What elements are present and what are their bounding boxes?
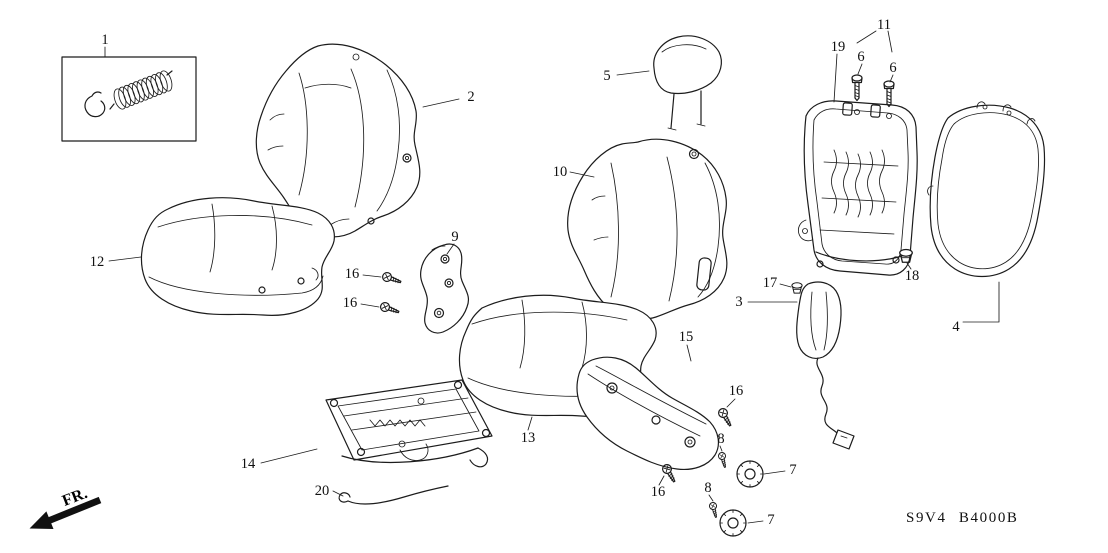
part-19-seat-back-frame-drawing [797, 100, 918, 276]
callout-10: 10 [552, 163, 568, 180]
leader-lines [108, 30, 1000, 524]
callout-6: 6 [889, 59, 897, 76]
callout-7: 7 [767, 511, 775, 528]
diagram-code: S9V4 B4000B [906, 510, 1019, 526]
part-3-lumbar-support-drawing [796, 281, 855, 450]
part-8-screw [708, 501, 720, 519]
callout-16: 16 [344, 265, 360, 282]
callout-17: 17 [762, 274, 778, 291]
callout-3: 3 [735, 293, 743, 310]
callout-16: 16 [342, 294, 358, 311]
callout-7: 7 [789, 461, 797, 478]
part-15-side-cover-drawing [576, 356, 720, 471]
part-2-seat-back-pad-drawing [255, 43, 421, 238]
fr-arrow [29, 496, 102, 530]
part-16-screw [716, 406, 735, 429]
part-16-screw [380, 270, 403, 287]
callout-1: 1 [101, 31, 109, 48]
part-6-bolt [883, 80, 895, 108]
part-14-rail-frame-drawing [325, 379, 493, 468]
part-20-wire-drawing [338, 485, 449, 505]
callout-4: 4 [952, 318, 960, 335]
part-16-screw [378, 300, 401, 317]
callout-8: 8 [704, 479, 712, 496]
part-10-seat-back-pad-drawing [567, 138, 728, 320]
callout-16: 16 [728, 382, 744, 399]
part-18-grommet [899, 248, 913, 263]
part-7-knob [719, 509, 747, 537]
part-8-screw [717, 451, 729, 469]
callout-5: 5 [603, 67, 611, 84]
callout-14: 14 [240, 455, 256, 472]
callout-13: 13 [520, 429, 536, 446]
part-4-seat-back-panel-drawing [927, 101, 1046, 278]
part-7-knob [736, 460, 764, 488]
part-6-bolt [851, 74, 863, 102]
callout-15: 15 [678, 328, 694, 345]
callout-12: 12 [89, 253, 105, 270]
callout-2: 2 [467, 88, 475, 105]
callout-9: 9 [451, 228, 459, 245]
part-17-grommet [791, 282, 803, 294]
part-1-spring-kit-drawing [61, 46, 197, 142]
part-9-bracket-drawing [420, 243, 470, 334]
callout-20: 20 [314, 482, 330, 499]
callout-19: 19 [830, 38, 846, 55]
callout-16: 16 [650, 483, 666, 500]
callout-8: 8 [717, 430, 725, 447]
callout-11: 11 [877, 16, 891, 33]
part-5-headrest-drawing [653, 35, 722, 131]
callout-18: 18 [904, 267, 920, 284]
callout-6: 6 [857, 48, 865, 65]
part-12-seat-cushion-pad-drawing [140, 197, 335, 316]
